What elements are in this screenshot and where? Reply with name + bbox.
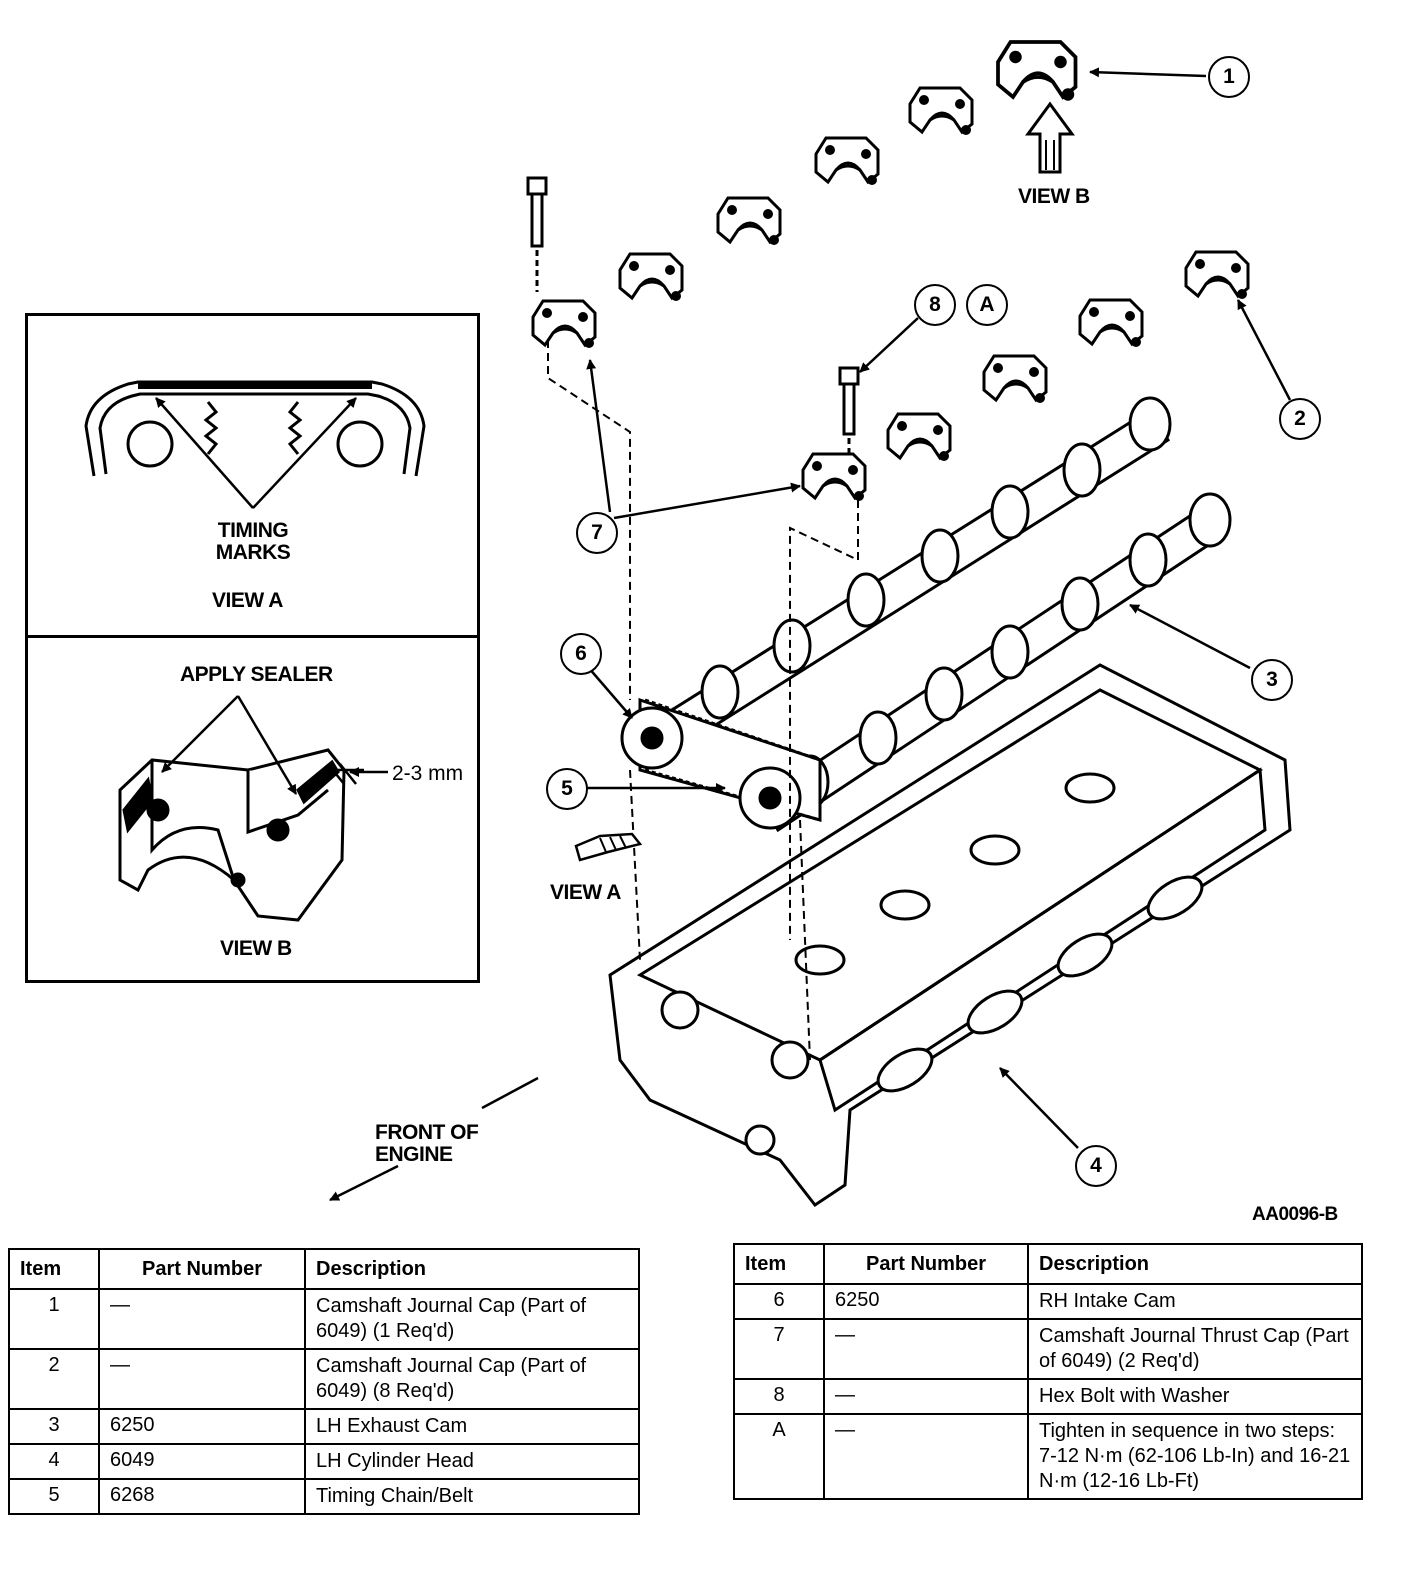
header-description: Description	[1027, 1243, 1363, 1285]
cell-item: 6	[733, 1283, 825, 1320]
journal-cap	[618, 252, 684, 303]
cell-part: 6268	[98, 1478, 306, 1515]
lh-cylinder-head	[608, 663, 1292, 1208]
cell-part: —	[823, 1378, 1029, 1415]
cell-desc: RH Intake Cam	[1027, 1283, 1363, 1320]
figure-code: AA0096-B	[1252, 1204, 1338, 1225]
cell-part: —	[823, 1318, 1029, 1380]
callout-2: 2	[1279, 398, 1321, 440]
cell-item: A	[733, 1413, 825, 1500]
cell-desc: Timing Chain/Belt	[304, 1478, 640, 1515]
cell-item: 1	[8, 1288, 100, 1350]
callout-1: 1	[1208, 56, 1250, 98]
cell-item: 7	[733, 1318, 825, 1380]
header-description: Description	[304, 1248, 640, 1290]
journal-cap	[908, 86, 974, 137]
callout-7: 7	[576, 512, 618, 554]
timing-chain	[620, 697, 822, 830]
inset-view-b-label: VIEW B	[220, 937, 292, 960]
table-row: 6 6250 RH Intake Cam	[733, 1283, 1363, 1320]
journal-cap	[1184, 250, 1250, 301]
cell-part: —	[98, 1288, 306, 1350]
cell-part: 6250	[823, 1283, 1029, 1320]
callout-a: A	[966, 284, 1008, 326]
table-header-row: Item Part Number Description	[8, 1248, 640, 1290]
table-header-row: Item Part Number Description	[733, 1243, 1363, 1285]
leader-lines	[584, 67, 1292, 1149]
table-row: 1 — Camshaft Journal Cap (Part of 6049) …	[8, 1288, 640, 1350]
thrust-cap-left	[531, 299, 597, 350]
view-b-arrow	[1025, 101, 1075, 174]
exploded-view-drawing	[329, 40, 1292, 1208]
journal-cap	[886, 412, 952, 463]
cell-item: 5	[8, 1478, 100, 1515]
assembly-lines	[547, 340, 859, 1061]
hex-bolt-item-8	[838, 366, 860, 456]
front-of-engine-arrow	[329, 1076, 539, 1202]
parts-table-right: Item Part Number Description 6 6250 RH I…	[733, 1243, 1363, 1500]
table-row: 5 6268 Timing Chain/Belt	[8, 1478, 640, 1515]
header-item: Item	[733, 1243, 825, 1285]
cell-part: —	[98, 1348, 306, 1410]
cell-desc: LH Cylinder Head	[304, 1443, 640, 1480]
callout-3: 3	[1251, 659, 1293, 701]
cell-part: 6250	[98, 1408, 306, 1445]
journal-cap	[716, 196, 782, 247]
journal-cap	[982, 354, 1048, 405]
detail-inset	[25, 313, 480, 983]
table-row: 7 — Camshaft Journal Thrust Cap (Part of…	[733, 1318, 1363, 1380]
timing-marks-label: TIMING MARKS	[215, 519, 291, 564]
callout-5: 5	[546, 768, 588, 810]
front-of-engine-label: FRONT OF ENGINE	[375, 1121, 479, 1166]
hex-bolt-left	[526, 176, 548, 292]
callout-6: 6	[560, 633, 602, 675]
cell-part: —	[823, 1413, 1029, 1500]
header-item: Item	[8, 1248, 100, 1290]
cell-item: 3	[8, 1408, 100, 1445]
cell-desc: Camshaft Journal Cap (Part of 6049) (8 R…	[304, 1348, 640, 1410]
table-row: 3 6250 LH Exhaust Cam	[8, 1408, 640, 1445]
cell-desc: Tighten in sequence in two steps: 7-12 N…	[1027, 1413, 1363, 1500]
cell-desc: LH Exhaust Cam	[304, 1408, 640, 1445]
thrust-cap-right	[801, 452, 867, 503]
view-a-detail-drawing	[84, 380, 426, 509]
cell-item: 4	[8, 1443, 100, 1480]
journal-cap-item-1	[996, 40, 1078, 103]
cell-desc: Camshaft Journal Thrust Cap (Part of 604…	[1027, 1318, 1363, 1380]
callout-8: 8	[914, 284, 956, 326]
parts-table-left: Item Part Number Description 1 — Camshaf…	[8, 1248, 640, 1515]
apply-sealer-label: APPLY SEALER	[180, 663, 333, 686]
view-b-detail-drawing	[118, 695, 388, 922]
cell-item: 8	[733, 1378, 825, 1415]
inset-divider	[25, 635, 480, 638]
table-row: 4 6049 LH Cylinder Head	[8, 1443, 640, 1480]
view-a-arrow	[574, 832, 643, 862]
header-part-number: Part Number	[98, 1248, 306, 1290]
header-part-number: Part Number	[823, 1243, 1029, 1285]
table-row: 8 — Hex Bolt with Washer	[733, 1378, 1363, 1415]
cell-part: 6049	[98, 1443, 306, 1480]
table-row: 2 — Camshaft Journal Cap (Part of 6049) …	[8, 1348, 640, 1410]
gap-dimension-label: 2-3 mm	[392, 762, 464, 785]
journal-cap	[814, 136, 880, 187]
callout-4: 4	[1075, 1145, 1117, 1187]
cell-desc: Hex Bolt with Washer	[1027, 1378, 1363, 1415]
view-b-label: VIEW B	[1018, 185, 1090, 208]
cell-item: 2	[8, 1348, 100, 1410]
inset-view-a-label: VIEW A	[212, 589, 283, 612]
view-a-label: VIEW A	[550, 881, 621, 904]
table-row: A — Tighten in sequence in two steps: 7-…	[733, 1413, 1363, 1500]
journal-cap	[1078, 298, 1144, 349]
cell-desc: Camshaft Journal Cap (Part of 6049) (1 R…	[304, 1288, 640, 1350]
